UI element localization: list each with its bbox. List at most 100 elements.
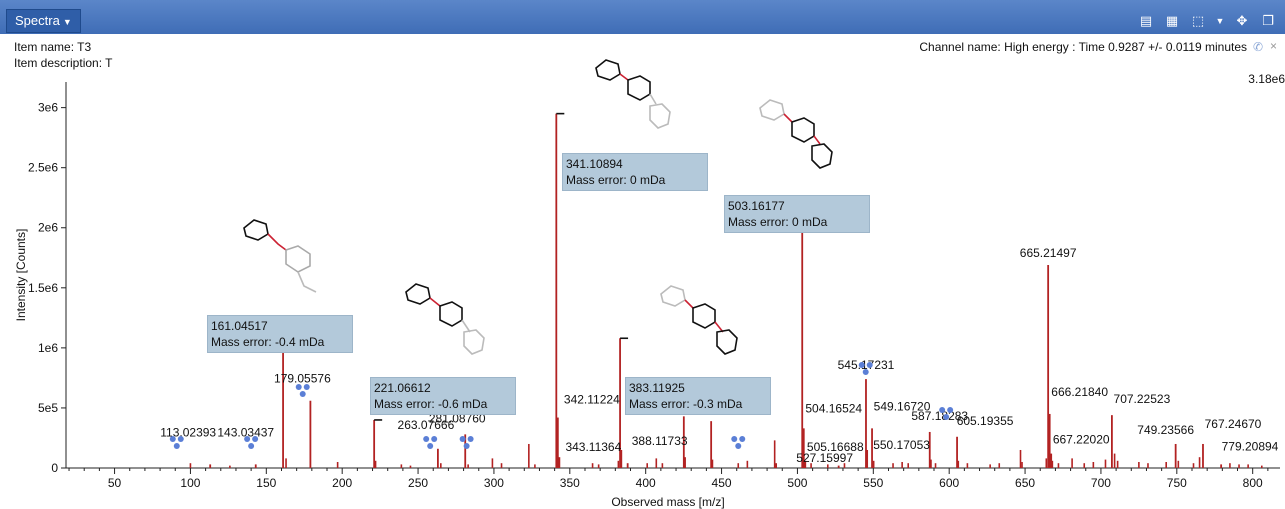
fragment-icon bbox=[459, 436, 474, 449]
x-axis-label: Observed mass [m/z] bbox=[611, 495, 724, 509]
y-tick-label: 5e5 bbox=[38, 401, 58, 415]
peak-label-666.21840: 666.21840 bbox=[1051, 385, 1108, 399]
report-icon[interactable]: ▤ bbox=[1139, 13, 1153, 28]
peak-label-587.18283: 587.18283 bbox=[911, 409, 968, 423]
fragment-dot bbox=[177, 436, 184, 442]
move-icon[interactable]: ✥ bbox=[1236, 13, 1248, 28]
annotation-error: Mass error: 0 mDa bbox=[728, 215, 828, 229]
x-tick-label: 650 bbox=[1015, 476, 1035, 490]
peak-label-665.21497: 665.21497 bbox=[1020, 246, 1077, 260]
table-icon[interactable]: ▦ bbox=[1165, 13, 1179, 28]
x-tick-label: 300 bbox=[484, 476, 504, 490]
peak-label-550.17053: 550.17053 bbox=[873, 438, 930, 452]
x-tick-label: 800 bbox=[1243, 476, 1263, 490]
peak-label-707.22523: 707.22523 bbox=[1114, 392, 1171, 406]
pin-icon[interactable]: ✆ bbox=[1252, 40, 1263, 54]
peak-label-605.19355: 605.19355 bbox=[957, 414, 1014, 428]
fragment-dot bbox=[303, 384, 310, 390]
annotation-221: 221.06612 Mass error: -0.6 mDa bbox=[370, 377, 516, 415]
annotation-341: 341.10894 Mass error: 0 mDa bbox=[562, 153, 708, 191]
fragment-dot bbox=[467, 436, 474, 442]
fragment-dot bbox=[299, 391, 306, 397]
x-tick-label: 600 bbox=[939, 476, 959, 490]
max-intensity-label: 3.18e6 bbox=[1248, 72, 1285, 86]
fragment-structure-503 bbox=[759, 99, 833, 169]
peak-label-263.07666: 263.07666 bbox=[398, 418, 455, 432]
peak-label-767.24670: 767.24670 bbox=[1205, 417, 1262, 431]
x-tick-label: 50 bbox=[108, 476, 122, 490]
y-tick-label: 1e6 bbox=[38, 341, 58, 355]
fragment-dot bbox=[739, 436, 746, 442]
peak-label-113.02393: 113.02393 bbox=[160, 425, 216, 439]
fragment-dot bbox=[858, 362, 865, 368]
annotation-mass: 341.10894 bbox=[566, 157, 623, 171]
fragment-dot bbox=[866, 362, 873, 368]
peak-label-667.22020: 667.22020 bbox=[1053, 433, 1110, 447]
x-tick-label: 550 bbox=[863, 476, 883, 490]
fragment-icon bbox=[731, 436, 746, 449]
peak-label-505.16688: 505.16688 bbox=[807, 440, 864, 454]
x-tick-label: 200 bbox=[332, 476, 352, 490]
peak-series bbox=[189, 113, 1263, 468]
fragment-dot bbox=[731, 436, 738, 442]
annotation-503: 503.16177 Mass error: 0 mDa bbox=[724, 195, 870, 233]
y-tick-label: 0 bbox=[51, 461, 58, 475]
annotation-error: Mass error: -0.3 mDa bbox=[629, 397, 743, 411]
spectra-menu-button[interactable]: Spectra▼ bbox=[6, 9, 81, 33]
annotation-error: Mass error: -0.4 mDa bbox=[211, 335, 325, 349]
peak-label-749.23566: 749.23566 bbox=[1137, 423, 1194, 437]
fragment-icon bbox=[244, 436, 259, 449]
spectra-menu-label: Spectra bbox=[15, 13, 60, 28]
annotation-mass: 161.04517 bbox=[211, 319, 268, 333]
annotation-error: Mass error: -0.6 mDa bbox=[374, 397, 488, 411]
fragment-structure-161 bbox=[243, 219, 317, 293]
fragment-dot bbox=[252, 436, 259, 442]
fragment-icon bbox=[423, 436, 438, 449]
item-name: Item name: T3 bbox=[14, 40, 92, 54]
fragment-icon bbox=[858, 362, 873, 375]
close-icon[interactable]: × bbox=[1269, 39, 1277, 53]
fragment-dot bbox=[862, 369, 869, 375]
fragment-icon bbox=[939, 407, 954, 420]
y-tick-label: 1.5e6 bbox=[28, 281, 58, 295]
dropdown-icon[interactable]: ▼ bbox=[1215, 16, 1225, 26]
x-tick-label: 450 bbox=[712, 476, 732, 490]
fragment-dot bbox=[459, 436, 466, 442]
peak-label-388.11733: 388.11733 bbox=[632, 434, 688, 448]
channel-name: Channel name: High energy : Time 0.9287 … bbox=[919, 40, 1247, 54]
x-tick-label: 350 bbox=[560, 476, 580, 490]
toolbar-icons: ▤ ▦ ⬚ ▼ ✥ ❐ bbox=[1137, 10, 1277, 32]
export-icon[interactable]: ⬚ bbox=[1191, 13, 1205, 28]
window-icon[interactable]: ❐ bbox=[1262, 13, 1274, 28]
fragment-dot bbox=[295, 384, 302, 390]
peak-label-545.17231: 545.17231 bbox=[838, 358, 895, 372]
peak-label-504.16524: 504.16524 bbox=[805, 401, 862, 415]
x-tick-label: 750 bbox=[1167, 476, 1187, 490]
item-description: Item description: T bbox=[14, 56, 113, 70]
fragment-structure-383 bbox=[660, 285, 738, 355]
fragment-dot bbox=[939, 407, 946, 413]
fragment-dot bbox=[248, 443, 255, 449]
annotation-383: 383.11925 Mass error: -0.3 mDa bbox=[625, 377, 771, 415]
peak-label-549.16720: 549.16720 bbox=[874, 399, 931, 413]
fragment-dot bbox=[947, 407, 954, 413]
annotation-error: Mass error: 0 mDa bbox=[566, 173, 666, 187]
x-tick-label: 500 bbox=[787, 476, 807, 490]
x-tick-label: 250 bbox=[408, 476, 428, 490]
peak-label-527.15997: 527.15997 bbox=[796, 451, 853, 465]
fragment-dot bbox=[423, 436, 430, 442]
x-tick-label: 700 bbox=[1091, 476, 1111, 490]
peak-label-779.20894: 779.20894 bbox=[1222, 439, 1279, 453]
fragment-structure-341 bbox=[595, 59, 671, 129]
y-axis-label: Intensity [Counts] bbox=[14, 229, 28, 322]
fragment-dot bbox=[169, 436, 176, 442]
annotation-mass: 503.16177 bbox=[728, 199, 785, 213]
y-tick-label: 2e6 bbox=[38, 221, 58, 235]
fragment-dot bbox=[735, 443, 742, 449]
peak-label-143.03437: 143.03437 bbox=[217, 425, 274, 439]
fragment-icon bbox=[169, 436, 184, 449]
fragment-dot bbox=[431, 436, 438, 442]
annotation-161: 161.04517 Mass error: -0.4 mDa bbox=[207, 315, 353, 353]
y-tick-label: 3e6 bbox=[38, 101, 58, 115]
